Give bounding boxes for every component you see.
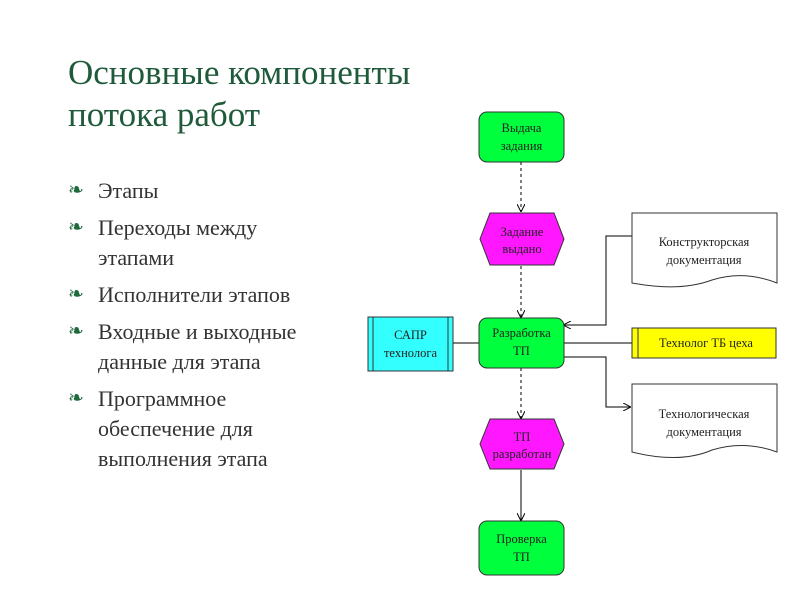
leaf-bullet-icon: ❧ <box>68 217 84 238</box>
event-label: Задание <box>501 225 544 239</box>
slide-title-line2: потока работ <box>68 95 261 134</box>
bullet-item: ❧ Программное обеспечение для выполнения… <box>68 384 368 474</box>
function-label: ТП <box>513 344 530 358</box>
slide-title-line1: Основные компоненты <box>68 53 411 92</box>
function-develop-tp: Разработка ТП <box>478 317 565 369</box>
document-label: Технологическая <box>659 407 750 421</box>
event-label: ТП <box>514 430 531 444</box>
slide-title: Основные компоненты потока работ <box>68 52 488 136</box>
bullet-item: ❧ Этапы <box>68 176 368 206</box>
bullet-text: Этапы <box>98 178 159 203</box>
bullet-text: Исполнители этапов <box>98 282 291 307</box>
bullet-text: данные для этапа <box>98 349 261 374</box>
system-label: технолога <box>384 346 437 360</box>
bullet-item: ❧ Переходы между этапами <box>68 213 368 273</box>
function-label: Разработка <box>492 326 551 340</box>
document-label: документация <box>666 425 741 439</box>
document-label: документация <box>666 253 741 267</box>
leaf-bullet-icon: ❧ <box>68 321 84 342</box>
bullet-text: Программное <box>98 386 227 411</box>
system-label: САПР <box>394 328 427 342</box>
leaf-bullet-icon: ❧ <box>68 284 84 305</box>
leaf-bullet-icon: ❧ <box>68 180 84 201</box>
bullet-text: Входные и выходные <box>98 319 297 344</box>
role-label: Технолог ТБ цеха <box>659 336 753 350</box>
input-connector <box>564 235 632 325</box>
bullet-item: ❧ Исполнители этапов <box>68 280 368 310</box>
output-connector <box>564 356 630 407</box>
system-cad: САПР технолога <box>367 316 454 372</box>
function-label: ТП <box>513 550 530 564</box>
bullet-text: этапами <box>98 245 175 270</box>
leaf-bullet-icon: ❧ <box>68 388 84 409</box>
event-tp-developed: ТП разработан <box>479 418 565 470</box>
event-task-issued: Задание выдано <box>479 212 565 266</box>
bullet-text: выполнения этапа <box>98 446 268 471</box>
role-technologist: Технолог ТБ цеха <box>631 327 777 359</box>
event-label: разработан <box>493 447 552 461</box>
function-label: задания <box>501 139 543 153</box>
function-label: Выдача <box>502 121 542 135</box>
function-issue-task: Выдача задания <box>478 111 565 163</box>
bullet-list: ❧ Этапы ❧ Переходы между этапами ❧ Испол… <box>68 176 368 481</box>
document-design: Конструкторская документация <box>631 212 778 288</box>
bullet-text: Переходы между <box>98 215 258 240</box>
function-check-tp: Проверка ТП <box>478 520 565 576</box>
event-label: выдано <box>502 242 541 256</box>
document-technological: Технологическая документация <box>631 383 778 458</box>
function-label: Проверка <box>496 532 547 546</box>
bullet-item: ❧ Входные и выходные данные для этапа <box>68 317 368 377</box>
document-label: Конструкторская <box>659 235 750 249</box>
bullet-text: обеспечение для <box>98 416 253 441</box>
